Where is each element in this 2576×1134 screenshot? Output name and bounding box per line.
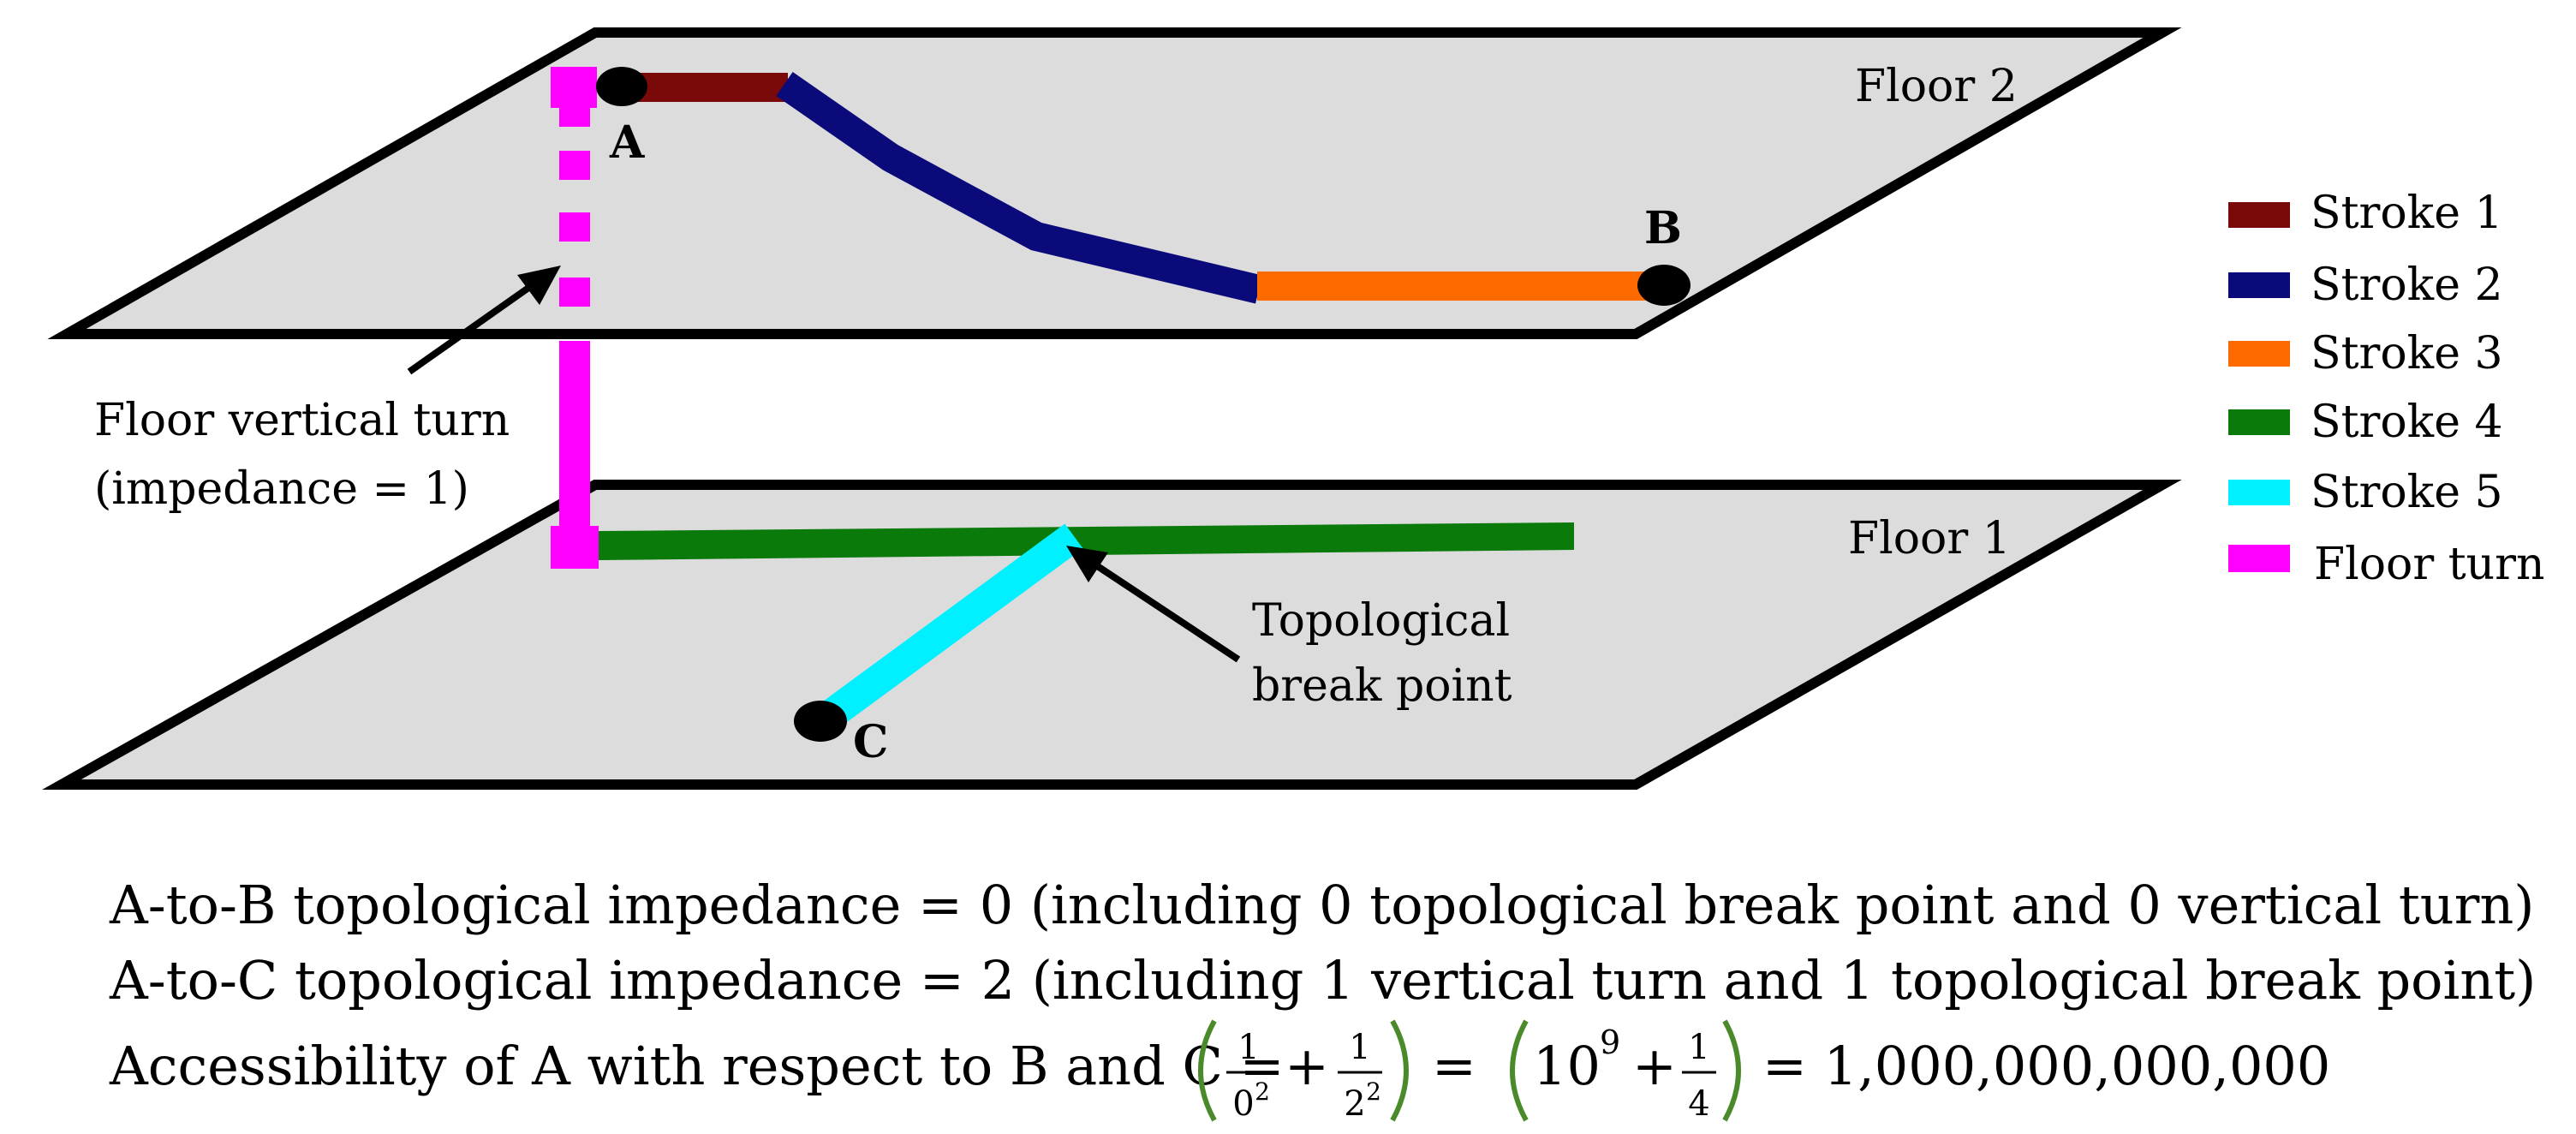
point-c-marker [794, 701, 847, 742]
point-a-label: A [609, 116, 645, 169]
point-a-marker [596, 67, 647, 106]
vertical-turn-annotation-line2: (impedance = 1) [94, 463, 469, 515]
floor-turn-solid [559, 341, 590, 529]
left-paren [1510, 1019, 1529, 1122]
floor-2-label: Floor 2 [1855, 61, 2018, 112]
floor-turn-dash [559, 212, 590, 242]
legend-swatch-stroke-1 [2228, 202, 2290, 228]
break-point-annotation-line2: break point [1252, 660, 1512, 712]
point-b-marker [1637, 265, 1690, 306]
stroke-4 [599, 522, 1574, 560]
frac1-numerator: 1 [1237, 1028, 1259, 1067]
equation-line-3: Accessibility of A with respect to B and… [109, 1019, 2330, 1124]
break-point-annotation-line1: Topological [1252, 595, 1510, 647]
floor-turn-top-cap [551, 67, 597, 108]
left-paren [1198, 1019, 1217, 1122]
frac2-denominator-base: 2 [1344, 1084, 1365, 1124]
legend-label-stroke-4: Stroke 4 [2311, 397, 2503, 448]
break-point-arrow [1066, 546, 1241, 663]
frac3-denominator: 4 [1688, 1084, 1709, 1124]
floor-turn-dash [559, 278, 590, 307]
equation-result: = 1,000,000,000,000 [1762, 1035, 2330, 1097]
equation-line-1: A-to-B topological impedance = 0 (includ… [109, 874, 2534, 936]
equation-line-2: A-to-C topological impedance = 2 (includ… [109, 949, 2536, 1012]
legend-label-stroke-5: Stroke 5 [2311, 467, 2503, 518]
vertical-turn-annotation-line1: Floor vertical turn [94, 395, 510, 446]
frac3-numerator: 1 [1688, 1028, 1709, 1067]
floor-1-label: Floor 1 [1848, 513, 2011, 564]
stroke-2 [776, 72, 1262, 304]
legend: Stroke 1 Stroke 2 Stroke 3 Stroke 4 Stro… [2228, 188, 2544, 590]
floor-turn-dash [559, 151, 590, 180]
legend-label-stroke-2: Stroke 2 [2311, 260, 2503, 311]
legend-label-floor-turn: Floor turn [2314, 539, 2544, 590]
legend-swatch-stroke-2 [2228, 272, 2290, 298]
legend-swatch-stroke-3 [2228, 341, 2290, 367]
frac1-denominator-base: 0 [1232, 1084, 1254, 1124]
point-b-label: B [1644, 202, 1682, 254]
power-base: 10 [1533, 1035, 1601, 1097]
right-paren [1390, 1019, 1409, 1122]
floor-2-plane [47, 27, 2182, 339]
point-c-label: C [853, 716, 888, 768]
floor-turn-connector [551, 67, 599, 569]
legend-swatch-stroke-5 [2228, 480, 2290, 505]
frac2-denominator-exp: 2 [1366, 1077, 1381, 1106]
frac2-numerator: 1 [1349, 1028, 1370, 1067]
stroke-5 [813, 523, 1083, 734]
floor-turn-bottom-cap [551, 526, 599, 569]
legend-swatch-stroke-4 [2228, 409, 2290, 435]
legend-label-stroke-3: Stroke 3 [2311, 328, 2503, 379]
frac1-denominator-exp: 2 [1255, 1077, 1270, 1106]
legend-label-stroke-1: Stroke 1 [2311, 188, 2503, 239]
equals-sign: = [1432, 1035, 1476, 1097]
vertical-turn-arrow [407, 266, 561, 375]
power-exponent: 9 [1600, 1024, 1620, 1061]
plus-sign: + [1632, 1035, 1677, 1097]
floor-turn-dash [559, 106, 590, 127]
legend-swatch-floor-turn [2228, 545, 2290, 572]
right-paren [1722, 1019, 1741, 1122]
plus-sign: + [1285, 1035, 1329, 1097]
equation-line-3-prefix: Accessibility of A with respect to B and… [109, 1035, 1285, 1097]
